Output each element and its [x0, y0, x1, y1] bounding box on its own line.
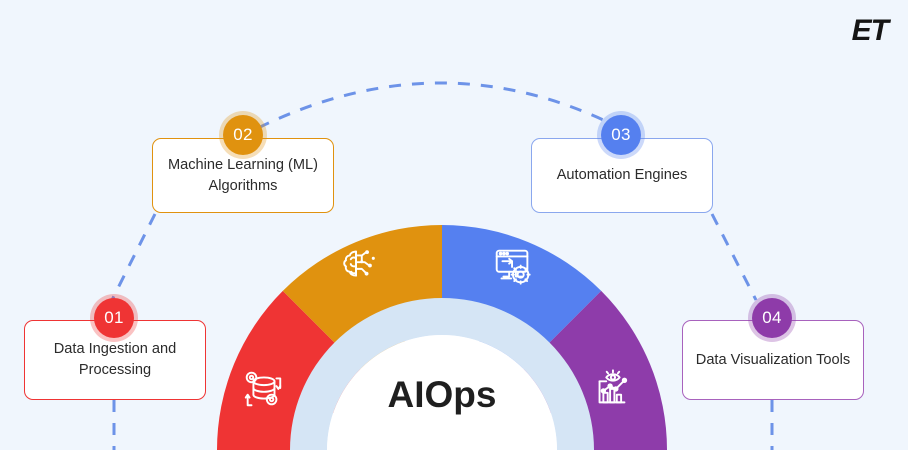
monitor-gear-icon [495, 249, 531, 285]
node-badge-01[interactable]: 01 [90, 294, 138, 342]
node-card-04-label: Data Visualization Tools [695, 351, 851, 368]
node-card-01-label: Data Ingestion and Processing [53, 341, 177, 378]
node-badge-04[interactable]: 04 [748, 294, 796, 342]
et-logo: ET [851, 14, 889, 47]
node-badge-04-halo [748, 294, 796, 342]
node-badge-03[interactable]: 03 [597, 111, 645, 159]
center-title: AIOps [387, 374, 497, 415]
node-badge-03-number: 03 [611, 125, 631, 144]
donut-segment-03[interactable] [442, 224, 602, 395]
node-badge-01-number: 01 [104, 308, 124, 327]
node-badge-02-halo [219, 111, 267, 159]
database-gears-icon [244, 371, 282, 407]
donut-segment-02[interactable] [282, 224, 442, 395]
donut-segment-04[interactable] [497, 290, 668, 450]
connector-02-to-03 [257, 81, 621, 130]
node-badge-01-halo [90, 294, 138, 342]
node-badge-02[interactable]: 02 [219, 111, 267, 159]
donut-segment-01[interactable] [216, 290, 387, 450]
node-badge-02-number: 02 [233, 125, 253, 144]
connector-03-to-04 [710, 213, 758, 301]
donut-inner-ring [290, 298, 594, 450]
node-badge-04-number: 04 [762, 308, 782, 327]
node-card-03-label: Automation Engines [556, 167, 688, 184]
donut-center-disc [327, 335, 557, 450]
connector-02-to-01 [110, 213, 157, 301]
node-badge-03-halo [597, 111, 645, 159]
node-card-02-label: Machine Learning (ML) Algorithms [167, 156, 319, 194]
analytics-eye-chart-icon [598, 369, 628, 404]
brain-circuit-icon [343, 250, 375, 277]
